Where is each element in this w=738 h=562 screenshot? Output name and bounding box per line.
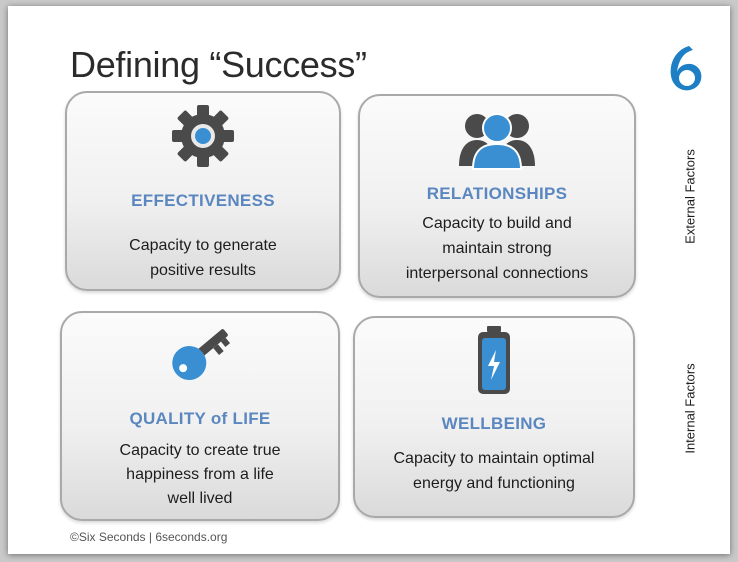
card-description: Capacity to create true happiness from a… [119,442,281,507]
card-effectiveness: EFFECTIVENESS Capacity to generate posit… [65,91,341,291]
key-icon [172,329,231,380]
card-heading: EFFECTIVENESS [131,191,275,210]
card-description: Capacity to generate positive results [129,237,277,279]
card-heading: QUALITY of LIFE [129,409,271,428]
people-icon [459,113,535,170]
external-factors-label: External Factors [682,149,698,244]
footer-credit: ©Six Seconds | 6seconds.org [70,530,228,544]
card-description: Capacity to build and maintain strong in… [405,215,589,282]
six-seconds-logo-icon [670,46,702,91]
card-quality-of-life: QUALITY of LIFE Capacity to create true … [60,311,340,521]
card-relationships: RELATIONSHIPS Capacity to build and main… [358,94,636,298]
page-title: Defining “Success” [70,44,367,85]
card-description: Capacity to maintain optimal energy and … [393,450,595,492]
battery-icon [478,326,510,394]
card-wellbeing: WELLBEING Capacity to maintain optimal e… [353,316,635,518]
internal-factors-label: Internal Factors [682,363,698,454]
card-heading: RELATIONSHIPS [426,184,568,203]
gear-icon [172,105,234,167]
slide: Defining “Success” External Factors Inte… [8,6,730,554]
card-heading: WELLBEING [441,414,547,433]
